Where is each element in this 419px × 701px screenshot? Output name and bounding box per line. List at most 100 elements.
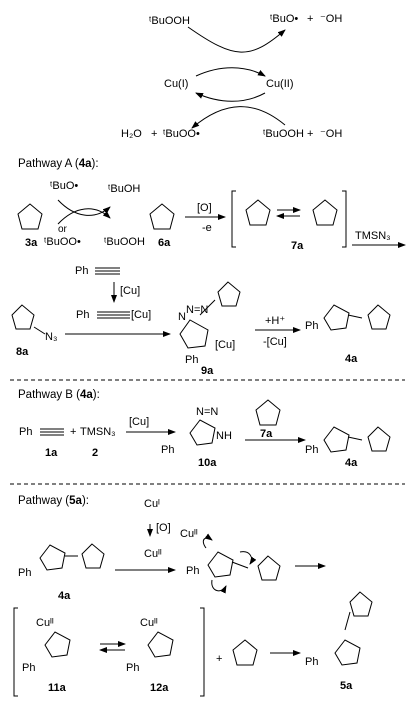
label-4a: 4a <box>345 353 358 365</box>
minus-cu-label: -[Cu] <box>263 336 287 348</box>
triazole-12a-ring <box>147 631 174 658</box>
tbuoh-label: ᵗBuOH <box>108 183 141 195</box>
pathway-5a-title: Pathway (5a): <box>18 495 89 507</box>
ph-10a: Ph <box>161 444 175 456</box>
ph-4a: Ph <box>305 320 319 332</box>
triazole-4a-b-ring <box>323 426 350 453</box>
label-5a: 5a <box>340 680 353 692</box>
tbuo-radical-top: ᵗBuO• <box>270 13 299 25</box>
nn-10a: N=N <box>196 406 219 418</box>
triazole-n: N <box>178 311 186 323</box>
thf-6a-ring <box>149 203 175 230</box>
cu-substituent: [Cu] <box>215 339 236 351</box>
thf-complex-ring <box>257 555 281 581</box>
ph-4a-c: Ph <box>18 567 32 579</box>
tbuoo-radical: ᵗBuOO• <box>163 128 200 140</box>
plus-b: + <box>70 426 77 438</box>
label-2: 2 <box>92 447 99 459</box>
ph-12a: Ph <box>126 662 140 674</box>
tbuo-label: ᵗBuO• <box>50 180 79 192</box>
minus-e-label: -e <box>202 222 212 234</box>
thf-9a-ring <box>217 281 241 307</box>
cu2-label: Cu(II) <box>266 78 294 90</box>
cu-ii-12a: Cuᴵᴵ <box>140 617 158 629</box>
pathway-a-title: Pathway A (4a): <box>18 158 99 170</box>
ph-5a: Ph <box>305 656 319 668</box>
plus-5a: + <box>216 653 223 665</box>
label-7a-b: 7a <box>260 428 273 440</box>
tbuoo-label: ᵗBuOO• <box>44 236 81 248</box>
cu-ii-11a: Cuᴵᴵ <box>36 617 54 629</box>
ph-11a: Ph <box>22 662 36 674</box>
label-7a: 7a <box>291 240 304 252</box>
triazole-9a-ring <box>179 319 209 349</box>
h-plus-label: +H⁺ <box>265 315 286 327</box>
cu-catalyst-label: [Cu] <box>120 285 141 297</box>
h2o-label: H₂O <box>121 128 142 140</box>
or-label: or <box>58 224 67 235</box>
triazole-4a-ring <box>323 304 350 331</box>
ph-cu-acetylide: Ph <box>76 309 90 321</box>
cycle-arrow-left <box>195 92 266 102</box>
label-8a: 8a <box>16 346 29 358</box>
bracket-12a-right <box>200 607 205 697</box>
label-6a: 6a <box>158 237 171 249</box>
triazole-nn: N=N <box>186 304 209 316</box>
bracket-right <box>342 190 347 248</box>
tmsn3-label: TMSN₃ <box>355 230 391 242</box>
hydroxide-top: ⁻OH <box>320 13 343 25</box>
plus-top: + <box>307 13 314 25</box>
label-12a: 12a <box>150 682 169 694</box>
ph-1a: Ph <box>19 426 33 438</box>
ph-complex: Ph <box>186 565 200 577</box>
cu-acetylide-tag: [Cu] <box>131 309 152 321</box>
tbuooh-bottom: ᵗBuOOH <box>263 128 304 140</box>
triazole-5a-ring <box>334 639 361 666</box>
plus-br: + <box>307 128 314 140</box>
tbuooh-label: ᵗBuOOH <box>104 236 145 248</box>
label-11a: 11a <box>48 682 66 694</box>
crossing-arrow-2 <box>57 208 111 225</box>
cu-ii-complex: Cuᴵᴵ <box>180 528 198 540</box>
oxocarbenium-bottom-ring <box>232 639 258 666</box>
oxocarbenium-ring-2 <box>312 199 338 226</box>
bracket-left <box>231 190 236 248</box>
label-3a: 3a <box>25 237 38 249</box>
cu-ii-label: Cuᴵᴵ <box>144 548 162 560</box>
tmsn3-b: TMSN₃ <box>80 426 116 438</box>
cycle-arrow-top <box>187 26 286 53</box>
oxocarbenium-ring-1 <box>245 199 271 226</box>
ph-alkyne: Ph <box>75 265 89 277</box>
cycle-arrow-right <box>195 67 266 77</box>
bracket-11a-left <box>13 607 18 697</box>
n3-label: N₃ <box>45 331 58 343</box>
triazole-complex-ring <box>207 551 234 578</box>
thf-3a-ring <box>17 203 43 230</box>
thf-8a-ring <box>11 304 35 330</box>
nh-label: NH <box>216 430 232 442</box>
thf-4a-ring <box>367 304 391 330</box>
cycle-arrow-bottom <box>191 106 286 129</box>
thf-4a-b-ring <box>367 426 391 452</box>
hydroxide-bottom: ⁻OH <box>320 128 343 140</box>
triazole-10a-ring <box>189 419 216 446</box>
ox-label: [O] <box>197 202 212 214</box>
label-4a-b: 4a <box>345 457 358 469</box>
oxocarbenium-7a-ring <box>255 399 281 426</box>
tbuooh-top: ᵗBuOOH <box>149 15 190 27</box>
plus-bl: + <box>151 128 158 140</box>
pathway-b-title: Pathway B (4a): <box>18 389 100 401</box>
label-10a: 10a <box>198 457 217 469</box>
thf-4a-c-ring <box>81 543 105 569</box>
crossing-arrow-1 <box>57 199 111 216</box>
thf-5a-ring <box>349 591 373 617</box>
triazole-11a-ring <box>44 631 71 658</box>
cu1-label: Cu(I) <box>164 78 189 90</box>
ph-9a: Ph <box>185 354 199 366</box>
cu-catalyst-b: [Cu] <box>129 416 150 428</box>
ph-4a-b: Ph <box>305 444 319 456</box>
cu-i-label: Cuᴵ <box>144 498 160 510</box>
label-9a: 9a <box>201 365 214 377</box>
ox-label-5a: [O] <box>156 522 171 534</box>
label-1a: 1a <box>45 447 58 459</box>
